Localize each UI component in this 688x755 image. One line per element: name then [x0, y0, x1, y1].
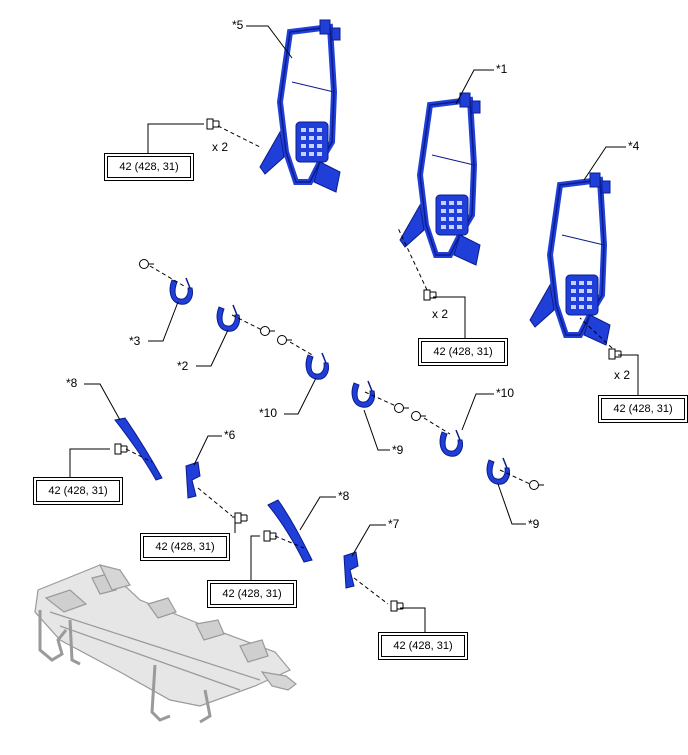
callout-1: *1 [496, 62, 508, 76]
quantity-frame-4: x 2 [614, 368, 631, 382]
torque-spec-frame-4: 42 (428, 31) [598, 395, 688, 423]
bracket-7 [343, 551, 359, 589]
installation-dashed-lines [125, 125, 613, 605]
pin-hook-2 [260, 326, 276, 336]
hook-10-right [439, 429, 464, 458]
seatback-frame-5 [260, 20, 340, 192]
callout-8-right: *8 [338, 489, 350, 503]
bolt-strap-8-left [114, 443, 128, 455]
strap-8-left [114, 417, 163, 481]
bolt-bracket-7 [390, 600, 404, 612]
torque-spec-frame-1: 42 (428, 31) [418, 338, 508, 366]
hook-9-left [351, 380, 376, 409]
callout-10-right: *10 [496, 386, 515, 400]
pin-hook-10-right [411, 411, 427, 421]
torque-spec-frame-5: 42 (428, 31) [104, 153, 194, 181]
strap-8-right [267, 499, 313, 563]
callout-9-right: *9 [528, 517, 540, 531]
bolt-bracket-6 [234, 512, 248, 524]
seatback-frame-1 [400, 93, 480, 265]
hook-9-right [486, 457, 511, 486]
callout-9-left: *9 [392, 443, 404, 457]
callout-5: *5 [232, 18, 244, 32]
quantity-frame-1: x 2 [432, 307, 449, 321]
torque-spec-strap-8-right: 42 (428, 31) [207, 580, 297, 608]
callout-2: *2 [177, 359, 189, 373]
seatback-frame-4 [530, 173, 610, 345]
callout-6: *6 [224, 428, 236, 442]
bolt-frame-4 [608, 348, 622, 360]
torque-spec-bracket-6: 42 (428, 31) [140, 533, 230, 561]
bolt-frame-5 [206, 118, 220, 130]
seat-cushion-frame [34, 564, 297, 724]
callout-8-left: *8 [66, 376, 78, 390]
quantity-frame-5: x 2 [212, 140, 229, 154]
callout-3: *3 [129, 334, 141, 348]
callout-4: *4 [628, 139, 640, 153]
bolt-frame-1 [423, 289, 437, 301]
callout-10-left: *10 [259, 406, 278, 420]
pin-hook-10-left [277, 335, 293, 345]
hook-2 [216, 304, 241, 333]
hook-10-left [305, 352, 330, 381]
leader-lines [69, 25, 639, 632]
torque-spec-bracket-7: 42 (428, 31) [378, 632, 468, 660]
torque-spec-strap-8-left: 42 (428, 31) [33, 477, 123, 505]
callout-7: *7 [388, 517, 400, 531]
pin-hook-9-right [529, 480, 545, 490]
bracket-6 [185, 461, 201, 499]
bolt-strap-8-right [263, 530, 277, 542]
hook-3 [169, 277, 194, 306]
pin-hook-9-left [394, 403, 410, 413]
